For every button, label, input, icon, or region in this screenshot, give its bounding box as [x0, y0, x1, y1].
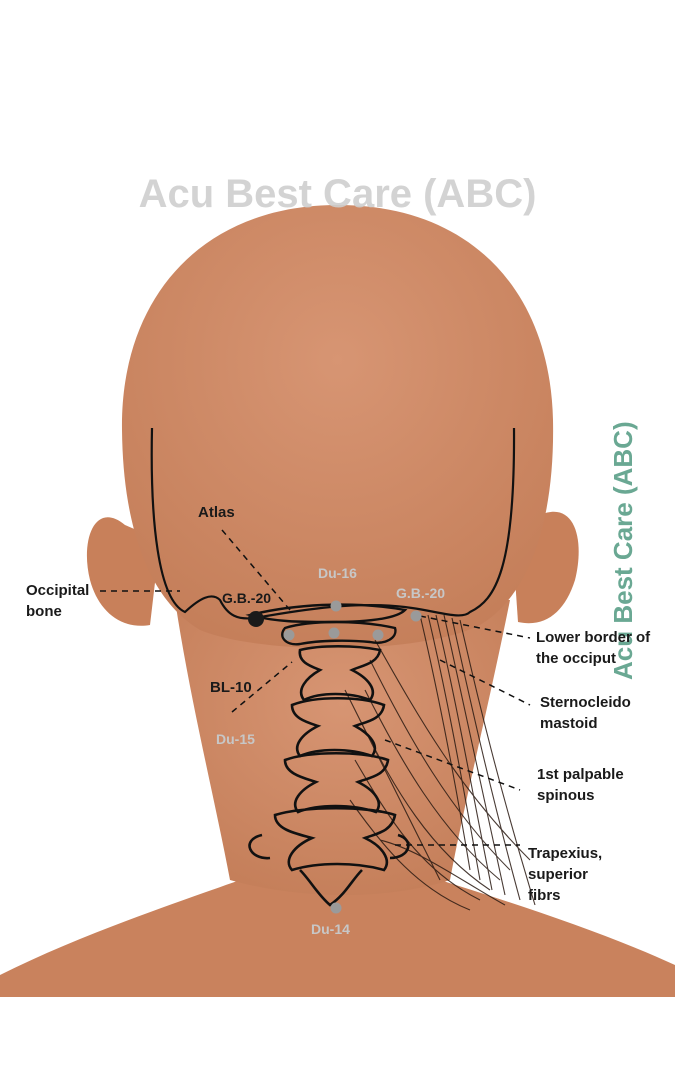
label-lower-border-line2: the occiput — [536, 650, 617, 667]
label-bl10: BL-10 — [210, 679, 252, 696]
label-trapezius-line1: Trapexius, — [528, 845, 603, 862]
label-du15: Du-15 — [216, 731, 255, 747]
leader-lines — [100, 529, 531, 846]
label-lower-border-line1: Lower border of — [536, 629, 651, 646]
point-du14-marker — [330, 902, 342, 914]
label-gb20-right: G.B.-20 — [396, 585, 446, 601]
label-gb20-left: G.B.-20 — [222, 590, 272, 606]
point-bl10-right-marker — [372, 629, 384, 641]
label-du16: Du-16 — [318, 565, 357, 581]
head — [121, 205, 554, 649]
label-trapezius-line3: fibrs — [528, 887, 561, 904]
point-du15-marker — [328, 627, 340, 639]
atlas-vertebra — [281, 620, 397, 646]
label-scm-line2: mastoid — [540, 715, 598, 732]
occipital-ridge — [245, 603, 408, 624]
label-occipital-line2: bone — [26, 603, 62, 620]
point-gb20-left-marker — [248, 611, 264, 627]
label-du14: Du-14 — [311, 921, 350, 937]
label-scm-line1: Sternocleido — [540, 694, 631, 711]
label-atlas: Atlas — [198, 504, 235, 521]
label-trapezius-line2: superior — [528, 866, 589, 883]
label-palpable-line1: 1st palpable — [537, 766, 624, 783]
label-palpable-line2: spinous — [537, 787, 595, 804]
point-bl10-left-marker — [283, 629, 295, 641]
hairline-outline — [150, 427, 516, 620]
point-du16-marker — [330, 600, 342, 612]
watermark-top: Acu Best Care (ABC) — [138, 172, 537, 216]
neck — [175, 600, 510, 895]
label-occipital-line1: Occipital — [26, 582, 90, 599]
cervical-spine — [248, 644, 410, 907]
point-gb20-right-marker — [410, 610, 422, 622]
